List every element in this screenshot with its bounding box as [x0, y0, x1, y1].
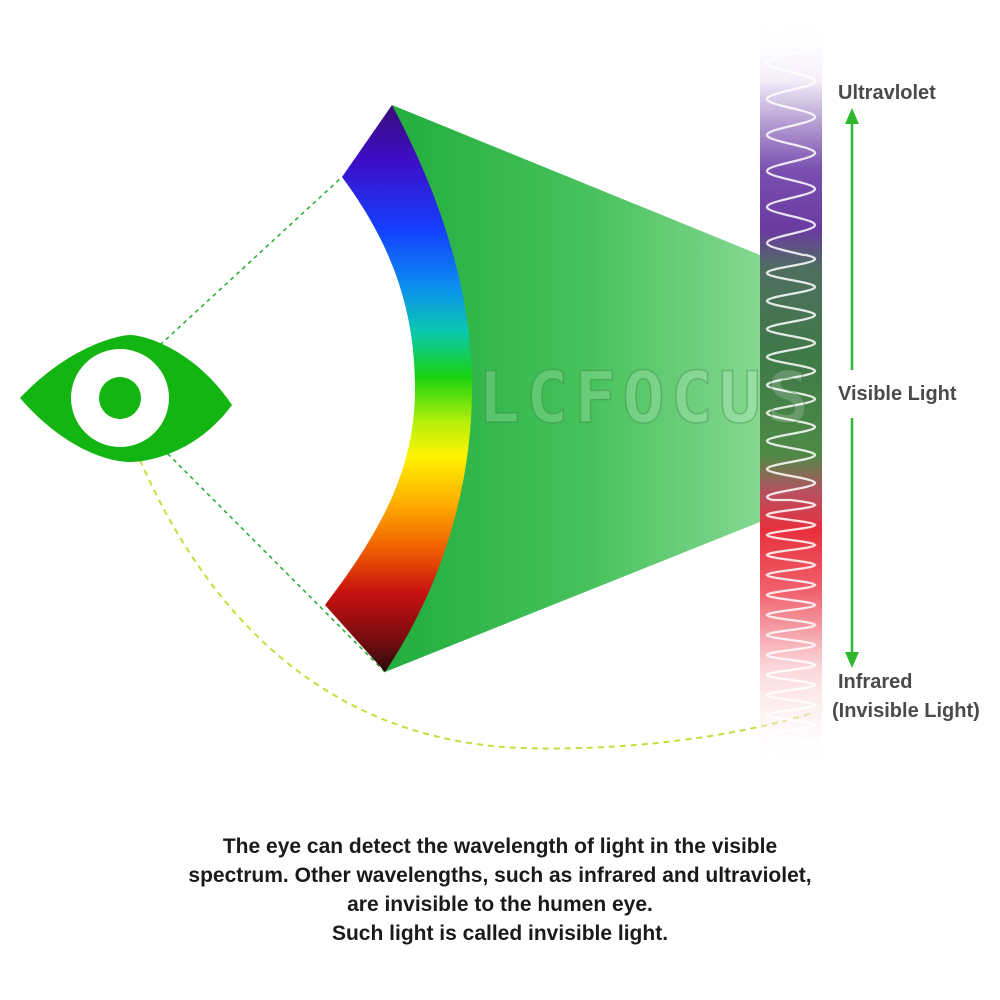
watermark: LCFOCUS: [478, 357, 815, 439]
arrow-up-icon: [845, 108, 859, 124]
ultraviolet-label: Ultravlolet: [838, 82, 936, 104]
visible-spectrum-band: [325, 105, 472, 672]
caption-line-4: Such light is called invisible light.: [331, 922, 669, 945]
sight-line-upper: [159, 176, 343, 346]
caption: The eye can detect the wavelength of lig…: [0, 832, 1000, 948]
caption-line-3: are invisible to the humen eye.: [347, 893, 653, 916]
visible-light-label: Visible Light: [838, 383, 957, 405]
invisible-light-label: (Invisible Light): [832, 700, 980, 722]
spectrum-column: [760, 20, 822, 770]
caption-line-1: The eye can detect the wavelength of lig…: [222, 835, 778, 858]
wave-line: [765, 28, 817, 762]
infrared-label: Infrared: [838, 671, 912, 693]
light-beam: [385, 105, 760, 672]
invisible-light-curve: [139, 459, 816, 750]
arrow-down-icon: [845, 652, 859, 668]
range-arrow: [845, 108, 859, 668]
eye-icon: [20, 335, 232, 462]
caption-line-2: spectrum. Other wavelengths, such as inf…: [188, 864, 812, 887]
wave-pattern: [765, 28, 817, 762]
